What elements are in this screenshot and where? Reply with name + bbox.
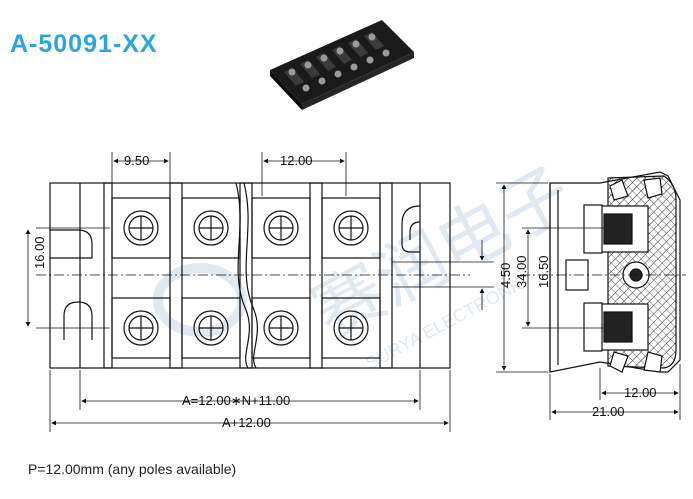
dim-pitch: 12.00 <box>280 153 313 168</box>
dim-side-inner: 16.50 <box>536 255 551 288</box>
dim-overall-height: 34.00 <box>514 255 529 288</box>
side-dimensions <box>496 182 681 420</box>
pitch-note: P=12.00mm (any poles available) <box>28 461 237 477</box>
dim-side-width: 21.00 <box>592 404 625 419</box>
dim-side-depth: 12.00 <box>624 385 657 400</box>
dim-height-inner: 16.00 <box>32 236 47 269</box>
side-view <box>520 171 686 373</box>
part-number-title: A-50091-XX <box>10 30 158 58</box>
dim-total-length: A+12.00 <box>222 415 271 430</box>
screw-heads <box>123 210 369 346</box>
front-view <box>36 182 494 369</box>
front-dimensions <box>25 152 485 432</box>
dim-pitch-first: 9.50 <box>124 153 149 168</box>
dim-barrier-gap: 4.50 <box>498 263 513 288</box>
dim-length-formula: A=12.00∗N+11.00 <box>182 393 290 408</box>
product-photo <box>270 20 414 110</box>
